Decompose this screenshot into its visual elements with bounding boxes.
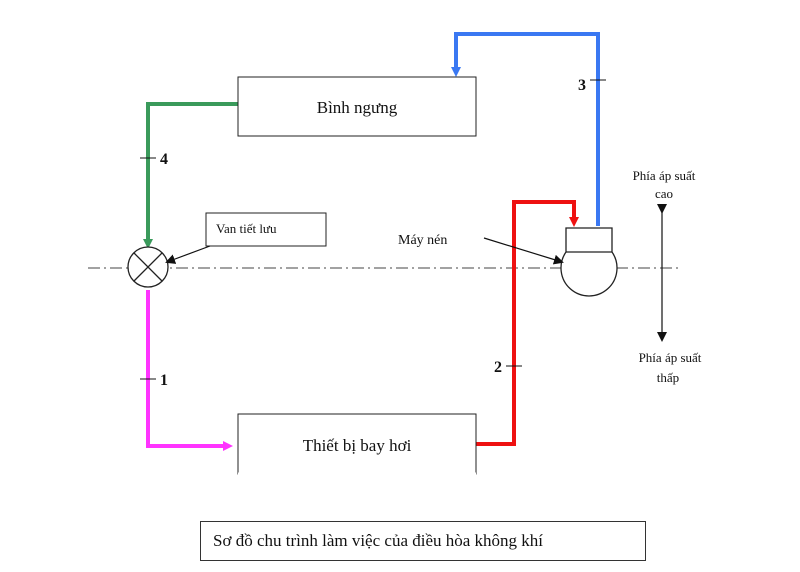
- high-pressure-label-2: cao: [655, 186, 673, 201]
- evaporator-label: Thiết bị bay hơi: [303, 436, 412, 455]
- compressor-pointer-arrow: [483, 237, 564, 265]
- compressor-label: Máy nén: [398, 233, 447, 248]
- evaporator-box: [237, 413, 477, 475]
- condenser-box: [237, 76, 477, 137]
- line-number-1: 1: [160, 372, 168, 389]
- valve-label: Van tiết lưu: [216, 221, 277, 236]
- valve-label-box: [205, 212, 327, 247]
- line-number-3: 3: [578, 77, 586, 94]
- line-2-red: [476, 200, 579, 446]
- condenser-label: Bình ngưng: [317, 98, 398, 117]
- line-3-blue: [451, 32, 600, 226]
- diagram-caption: Sơ đồ chu trình làm việc của điều hòa kh…: [200, 521, 646, 561]
- line-1-pink: [146, 290, 233, 451]
- high-pressure-label-1: Phía áp suất: [633, 168, 696, 183]
- line-number-2: 2: [494, 359, 502, 376]
- compressor-icon: [560, 227, 618, 297]
- valve-cross-b: [133, 252, 163, 282]
- valve-pointer-arrow: [165, 245, 211, 264]
- line-number-4: 4: [160, 151, 168, 168]
- low-pressure-label-1: Phía áp suất: [639, 350, 702, 365]
- low-pressure-label-2: thấp: [657, 370, 679, 385]
- line-4-green: [143, 102, 238, 249]
